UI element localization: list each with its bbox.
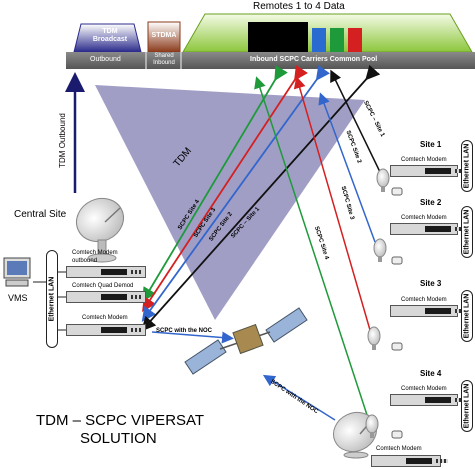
central-lan-connectors bbox=[33, 271, 66, 331]
site4-modem bbox=[390, 394, 467, 406]
noc-modem bbox=[371, 455, 448, 467]
solution-title-line1: TDM – SCPC VIPERSAT bbox=[36, 412, 205, 429]
site1-modem-label: Comtech Modem bbox=[401, 157, 447, 163]
site4-modem-label: Comtech Modem bbox=[401, 386, 447, 392]
central-modem-outbound bbox=[66, 266, 146, 278]
remotes-data-title: Remotes 1 to 4 Data bbox=[253, 1, 345, 12]
spectrum-bar bbox=[66, 52, 475, 69]
central-modem-label: Comtech Modem bbox=[82, 315, 128, 321]
site1-dish bbox=[376, 168, 390, 192]
noc-modem-label: Comtech Modem bbox=[376, 446, 422, 452]
site1-modem bbox=[390, 165, 467, 177]
site-phones bbox=[391, 187, 403, 439]
central-modem-outbound-label: Comtech Modem outbound bbox=[72, 250, 118, 264]
site2-dish bbox=[373, 238, 387, 262]
remote-data-carrier-2 bbox=[312, 28, 326, 52]
scpc-noc-label-1: SCPC with the NOC bbox=[156, 328, 213, 334]
solution-title-line2: SOLUTION bbox=[80, 430, 157, 447]
inbound-pool-label: Inbound SCPC Carriers Common Pool bbox=[250, 56, 378, 63]
site1-name: Site 1 bbox=[420, 140, 442, 149]
central-modem bbox=[66, 324, 146, 336]
inbound-pool-block bbox=[182, 13, 473, 53]
site2-modem-label: Comtech Modem bbox=[401, 215, 447, 221]
central-satellite-dish bbox=[76, 197, 124, 263]
site3-name: Site 3 bbox=[420, 279, 442, 288]
remote-data-carrier-4 bbox=[348, 28, 362, 52]
site4-dish bbox=[365, 414, 379, 438]
central-ethernet-lan: Ethernet LAN bbox=[46, 250, 58, 348]
tdm-outbound-label: TDM Outbound bbox=[57, 113, 67, 168]
site2-modem bbox=[390, 223, 467, 235]
site4-uplink bbox=[254, 76, 369, 419]
remote-data-carrier-3 bbox=[330, 28, 344, 52]
central-quad-demod bbox=[66, 291, 146, 303]
site4-ethernet-lan: Ethernet LAN bbox=[461, 380, 473, 432]
central-site-label: Central Site bbox=[14, 209, 67, 220]
stdma-label: STDMA bbox=[151, 32, 177, 39]
quad-demod-label: Comtech Quad Demod bbox=[72, 283, 134, 289]
site2-name: Site 2 bbox=[420, 198, 442, 207]
site1-ethernet-lan: Ethernet LAN bbox=[461, 140, 473, 192]
site3-dish bbox=[367, 326, 381, 350]
scpc-noc-link-2 bbox=[262, 374, 336, 421]
scpc-noc-link-1 bbox=[151, 331, 234, 344]
vms-computer-icon bbox=[3, 257, 31, 287]
shared-inbound-label: Shared Inbound bbox=[153, 53, 175, 66]
vms-label: VMS bbox=[8, 293, 28, 303]
outbound-label: Outbound bbox=[90, 56, 121, 63]
site3-modem-label: Comtech Modem bbox=[401, 297, 447, 303]
site2-uplink bbox=[318, 92, 376, 243]
site4-name: Site 4 bbox=[420, 369, 442, 378]
site3-uplink bbox=[293, 76, 371, 331]
site2-ethernet-lan: Ethernet LAN bbox=[461, 206, 473, 258]
site1-uplink bbox=[330, 69, 381, 173]
scpc-link-site1 bbox=[141, 64, 381, 332]
satellite-icon bbox=[184, 307, 308, 375]
site3-ethernet-lan: Ethernet LAN bbox=[461, 290, 473, 342]
site3-modem bbox=[390, 305, 467, 317]
tdm-broadcast-label: TDM Broadcast bbox=[92, 28, 128, 43]
remote-data-carrier-1 bbox=[248, 22, 308, 52]
